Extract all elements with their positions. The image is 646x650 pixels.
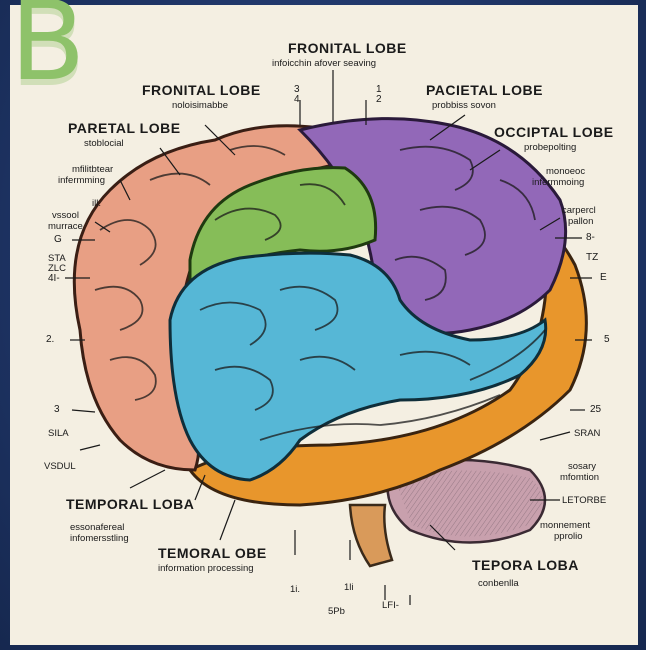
label-right-letorbe: LETORBE (562, 495, 606, 506)
label-right-mon-2: infermmoing (532, 177, 584, 188)
label-left-4: 4I- (48, 273, 60, 284)
label-tepora-sub: conbenlla (478, 578, 519, 589)
label-tepora-title: TEPORA LOBA (472, 557, 579, 573)
label-right-25: 25 (590, 404, 601, 415)
label-left-mfi-1: mfilitbtear (72, 164, 113, 175)
label-num-4: 4 (294, 94, 300, 105)
label-temporal-loba-sub-2: infomersstling (70, 533, 129, 544)
label-paretal-sub: stoblocial (84, 138, 124, 149)
label-left-ill: ill. (92, 198, 101, 209)
label-right-carp-1: carpercl (562, 205, 596, 216)
label-temoral-title: TEMORAL OBE (158, 545, 267, 561)
label-frontal-sub: noloisimabbe (172, 100, 228, 111)
label-right-mono-1: monnement (540, 520, 590, 531)
label-num-2: 2 (376, 94, 382, 105)
label-occipital-sub: probepolting (524, 142, 576, 153)
label-temporal-loba-title: TEMPORAL LOBA (66, 496, 194, 512)
label-bottom-4: LFI- (382, 600, 399, 611)
label-pacietal-title: PACIETAL LOBE (426, 82, 543, 98)
label-right-tz: TZ (586, 252, 598, 263)
label-right-sos-2: mfomtion (560, 472, 599, 483)
label-right-5: 5 (604, 334, 610, 345)
label-pacietal-sub: probbiss sovon (432, 100, 496, 111)
label-left-mfi-2: infermming (58, 175, 105, 186)
label-paretal-title: PARETAL LOBE (68, 120, 181, 136)
label-right-sos-1: sosary (568, 461, 596, 472)
label-top-title: FRONITAL LOBE (288, 40, 407, 56)
label-bottom-1: 1i. (290, 584, 300, 595)
label-bottom-3: 5Pb (328, 606, 345, 617)
label-left-vss-1: vssool (52, 210, 79, 221)
label-right-sran: SRAN (574, 428, 600, 439)
label-occipital-title: OCCIPTAL LOBE (494, 124, 614, 140)
label-right-mono-2: pprolio (554, 531, 583, 542)
label-left-3: 3 (54, 404, 60, 415)
label-temoral-sub: information processing (158, 563, 254, 574)
label-left-vsdul: VSDUL (44, 461, 76, 472)
label-left-g: G (54, 234, 62, 245)
label-bottom-2: 1li (344, 582, 354, 593)
label-right-carp-2: pallon (568, 216, 593, 227)
brain-stem (350, 505, 392, 566)
label-left-sila: SILA (48, 428, 69, 439)
label-left-2: 2. (46, 334, 54, 345)
label-top-sub: infoicchin afover seaving (272, 58, 376, 69)
label-temporal-loba-sub-1: essonafereal (70, 522, 124, 533)
label-right-8: 8- (586, 232, 595, 243)
label-right-e: E (600, 272, 607, 283)
label-frontal-title: FRONITAL LOBE (142, 82, 261, 98)
label-right-mon-1: monoeoc (546, 166, 585, 177)
label-left-vss-2: murrace (48, 221, 83, 232)
